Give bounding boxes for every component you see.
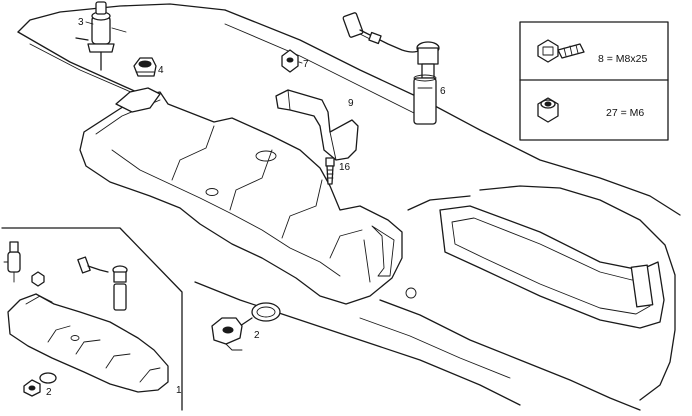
pump-part xyxy=(75,1,127,71)
callout-labels: 3 4 7 9 16 6 xyxy=(78,17,446,173)
nut-part xyxy=(281,49,299,73)
washer-reservoir xyxy=(79,87,403,305)
bumper-panel xyxy=(17,3,681,411)
screw-part xyxy=(325,157,335,185)
callout-1: 1 xyxy=(176,385,182,396)
kit-inset: 1 2 xyxy=(1,227,183,411)
callout-6: 6 xyxy=(440,86,446,97)
callout-9: 9 xyxy=(348,98,354,109)
grommet-part xyxy=(133,57,157,77)
level-sensor-part xyxy=(342,12,440,125)
bolt-icon xyxy=(537,39,585,63)
nut-icon xyxy=(537,97,559,123)
callout-16: 16 xyxy=(339,162,351,173)
callout-2: 2 xyxy=(254,330,260,341)
legend-nut-size: 27 = M6 xyxy=(606,107,644,119)
legend-bolt-size: 8 = M8x25 xyxy=(598,53,647,65)
callout-4: 4 xyxy=(158,65,164,76)
bracket-part xyxy=(275,89,359,161)
callout-7: 7 xyxy=(303,59,309,70)
callout-3: 3 xyxy=(78,17,84,28)
fastener-legend: 8 = M8x25 27 = M6 xyxy=(519,21,669,141)
cap-part: 2 xyxy=(211,302,281,351)
callout-2-inset: 2 xyxy=(46,387,52,398)
